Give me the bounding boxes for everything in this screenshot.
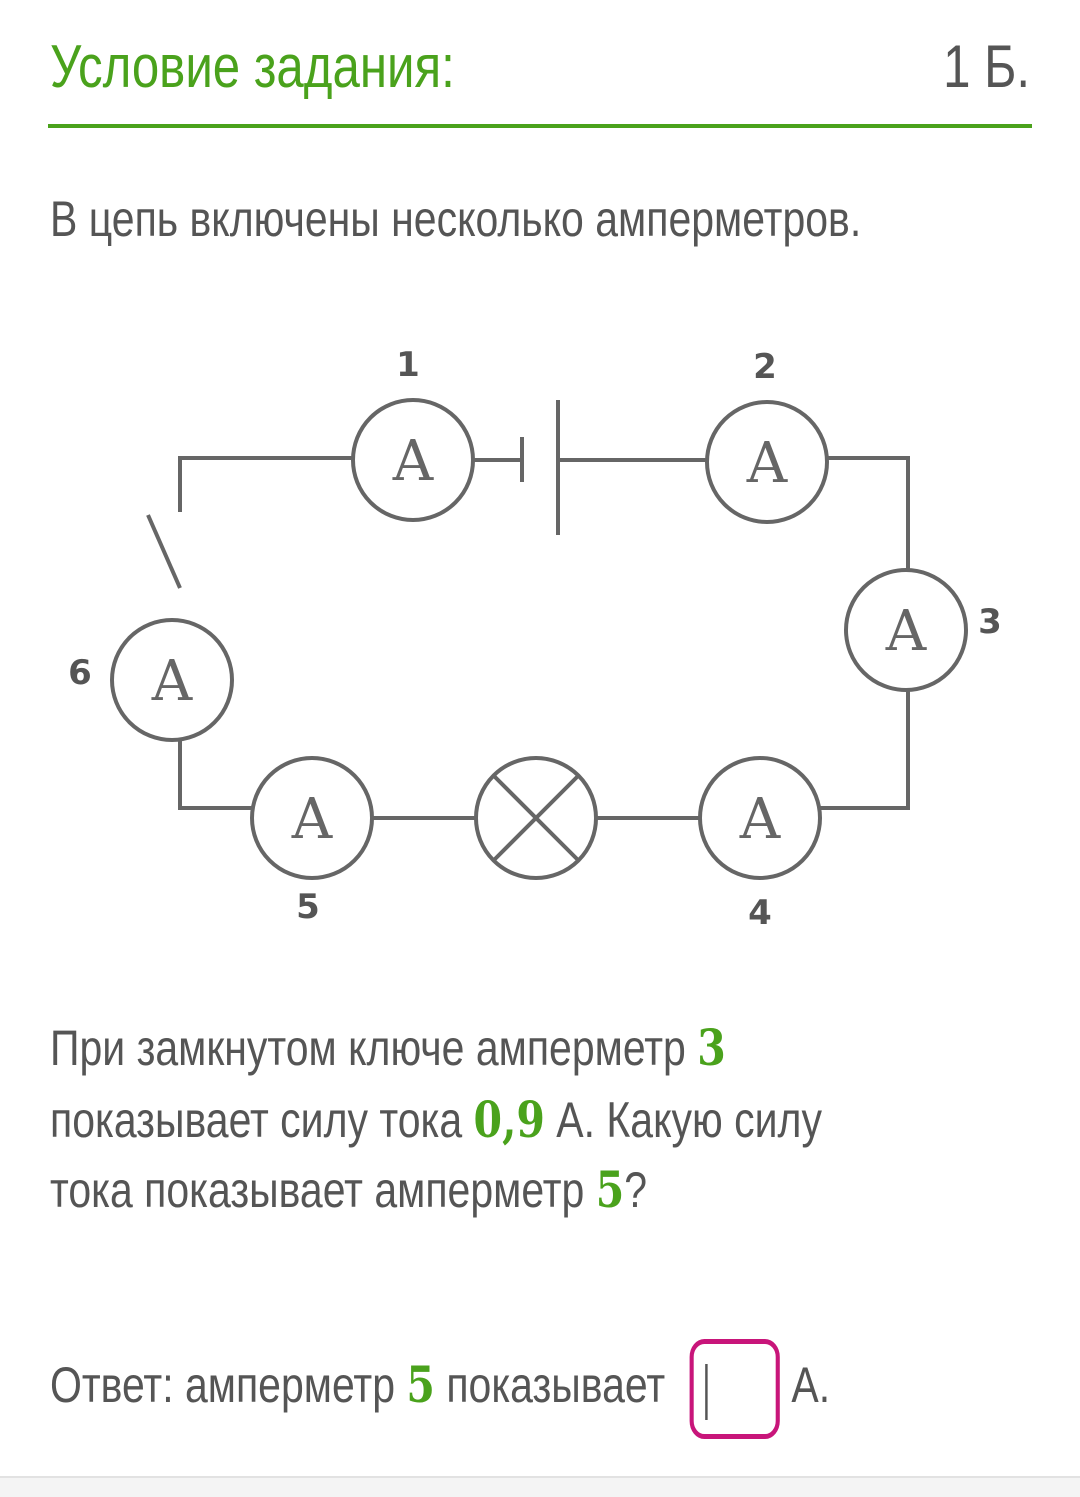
svg-text:A: A [392, 429, 434, 494]
points-badge: 1 Б. [943, 33, 1030, 100]
svg-text:A: A [291, 787, 333, 852]
ammeter-4 [698, 756, 822, 880]
wire [178, 456, 353, 512]
label-3: 3 [978, 602, 1002, 642]
bottom-bar [0, 1476, 1080, 1497]
ammeter-1 [351, 398, 475, 522]
svg-text:A: A [739, 787, 781, 852]
label-5: 5 [296, 887, 320, 927]
wire [827, 456, 910, 570]
lamp [474, 756, 598, 880]
label-2: 2 [753, 347, 777, 387]
answer-input[interactable] [689, 1338, 780, 1439]
ammeter-6 [110, 618, 234, 742]
question-line-1: При замкнутом ключе амперметр 3 [50, 1018, 726, 1077]
wire [820, 690, 910, 810]
label-1: 1 [396, 345, 420, 385]
svg-text:A: A [151, 649, 193, 714]
wire [178, 740, 252, 810]
circuit-diagram: A A A A A A 1 2 3 4 5 6 [68, 345, 1002, 933]
label-4: 4 [748, 893, 772, 933]
text-caret [705, 1363, 708, 1420]
divider [48, 124, 1032, 128]
question-line-3: тока показывает амперметр 5? [50, 1160, 648, 1219]
ammeter-2 [705, 400, 829, 524]
ammeter-5 [250, 756, 374, 880]
switch-lever [146, 514, 182, 589]
question-line-2: показывает силу тока 0,9 А. Какую силу [50, 1090, 822, 1149]
svg-text:A: A [746, 431, 788, 496]
lamp-cross [492, 774, 580, 862]
svg-text:A: A [885, 599, 927, 664]
ammeter-3 [844, 568, 968, 692]
section-title: Условие задания: [50, 33, 455, 100]
intro-text: В цепь включены несколько амперметров. [50, 191, 862, 247]
label-6: 6 [68, 653, 92, 693]
